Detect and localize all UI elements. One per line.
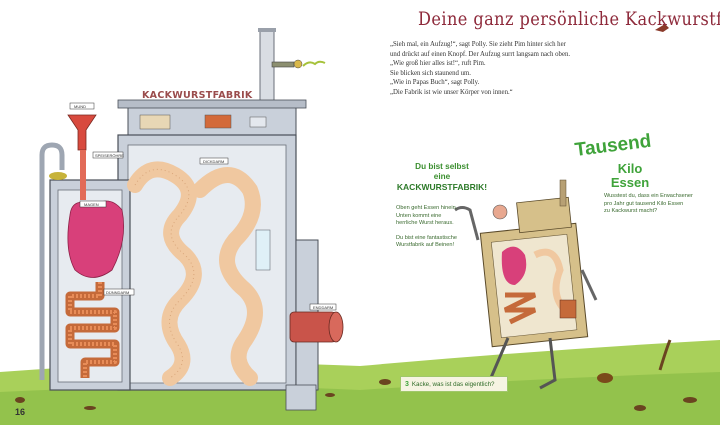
story-line: „Wie groß hier alles ist!“, ruft Pim. xyxy=(390,60,486,68)
tip-text: Kacke, was ist das eigentlich? xyxy=(411,380,495,388)
story-line: Sie blicken sich staunend um. xyxy=(390,69,471,77)
cross-reference-tip[interactable]: 3 Kacke, was ist das eigentlich? xyxy=(400,376,508,392)
elevator xyxy=(255,229,271,271)
periscope xyxy=(271,61,295,68)
callout-tons-body: Wusstest du, dass ein Erwachsener pro Ja… xyxy=(604,193,693,215)
factory-sign: KACKWURSTFABRIK xyxy=(142,90,253,101)
svg-text:DÜNNDARM: DÜNNDARM xyxy=(106,290,129,295)
callout-factory-body: Oben geht Essen hinein. Unten kommt eine… xyxy=(396,205,458,249)
story-line: und drückt auf einen Knopf. Der Aufzug s… xyxy=(390,50,571,58)
svg-text:MUND: MUND xyxy=(74,104,86,109)
story-line: „Wie in Papas Buch“, sagt Polly. xyxy=(390,79,480,87)
svg-text:SPEISERÖHRE: SPEISERÖHRE xyxy=(95,153,124,158)
tip-number: 3 xyxy=(405,380,409,388)
esophagus-pipe xyxy=(80,150,86,200)
chimney xyxy=(259,29,275,106)
story-line: „Die Fabrik ist wie unser Körper von inn… xyxy=(390,88,513,96)
bird xyxy=(655,24,669,32)
callout-tons-subtitle: Kilo Essen xyxy=(610,161,650,190)
story-line: „Sieh mal, ein Aufzug!“, sagt Polly. Sie… xyxy=(390,41,566,48)
callout-factory-heading: Du bist selbst eine KACKWURSTFABRIK! xyxy=(396,162,488,192)
svg-text:MAGEN: MAGEN xyxy=(84,202,99,207)
page-number-left: 16 xyxy=(15,407,26,417)
drain-pipe xyxy=(39,142,65,380)
factory-figure xyxy=(454,179,598,390)
story-text: „Sieh mal, ein Aufzug!“, sagt Polly. Sie… xyxy=(390,40,650,98)
svg-text:DICKDARM: DICKDARM xyxy=(203,159,224,164)
page-title: Deine ganz persönliche Kackwurstfabrik xyxy=(418,8,720,30)
mouth-funnel xyxy=(67,114,97,151)
svg-text:ENDDARM: ENDDARM xyxy=(313,305,333,310)
